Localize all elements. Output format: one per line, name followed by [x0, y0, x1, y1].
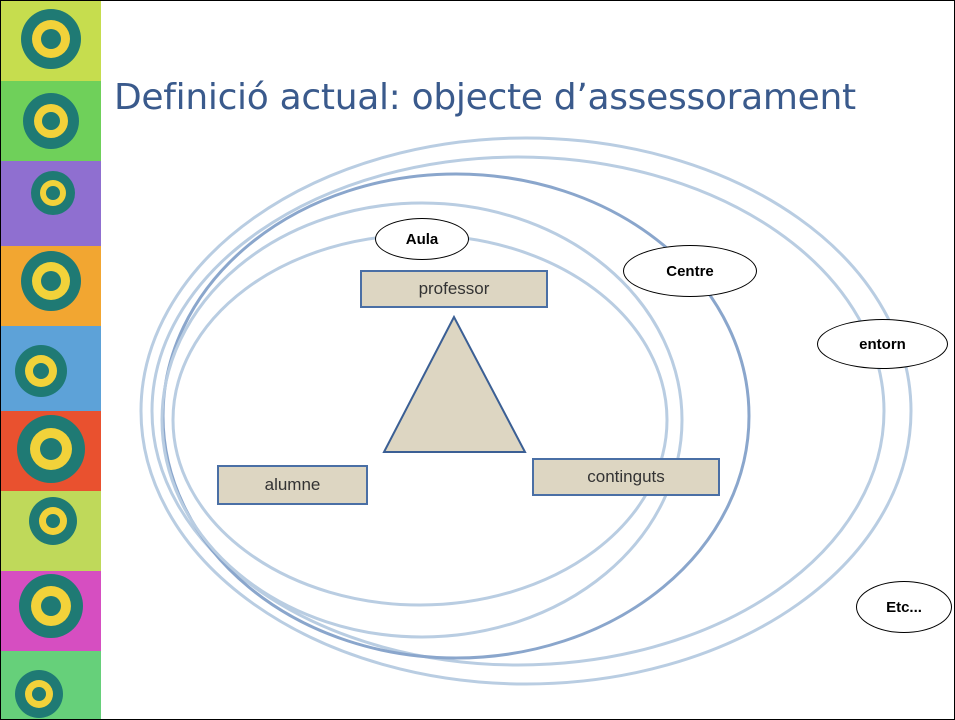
- centre-label: Centre: [623, 245, 757, 297]
- entorn-ellipse: [150, 155, 886, 667]
- concentric-circle-icon: [29, 497, 77, 545]
- alumne-label: alumne: [264, 475, 321, 494]
- aula-label: Aula: [375, 218, 469, 260]
- didactic-triangle: [382, 314, 527, 453]
- concentric-circle-icon: [17, 415, 85, 483]
- entorn-label-text: entorn: [859, 335, 906, 353]
- aula-ellipse: [160, 201, 684, 639]
- concentric-circle-icon: [23, 93, 79, 149]
- etc-label-text: Etc...: [886, 598, 922, 616]
- decorative-strip: [1, 1, 101, 719]
- aula-label-text: Aula: [405, 230, 439, 248]
- concentric-circle-icon: [31, 171, 75, 215]
- entorn-outer-ellipse: [139, 136, 913, 686]
- professor-label: professor: [418, 279, 490, 298]
- entorn-label: entorn: [817, 319, 948, 369]
- continguts-label: continguts: [587, 467, 665, 486]
- concentric-circle-icon: [19, 574, 83, 638]
- concentric-circle-icon: [21, 251, 81, 311]
- slide-title: Definició actual: objecte d’assessoramen…: [114, 77, 856, 118]
- concentric-circle-icon: [15, 670, 63, 718]
- etc-label: Etc...: [856, 581, 952, 633]
- continguts-box: continguts: [532, 458, 720, 496]
- concentric-circle-icon: [15, 345, 67, 397]
- professor-box: professor: [360, 270, 548, 308]
- centre-label-text: Centre: [666, 262, 714, 280]
- concentric-circle-icon: [21, 9, 81, 69]
- alumne-box: alumne: [217, 465, 368, 505]
